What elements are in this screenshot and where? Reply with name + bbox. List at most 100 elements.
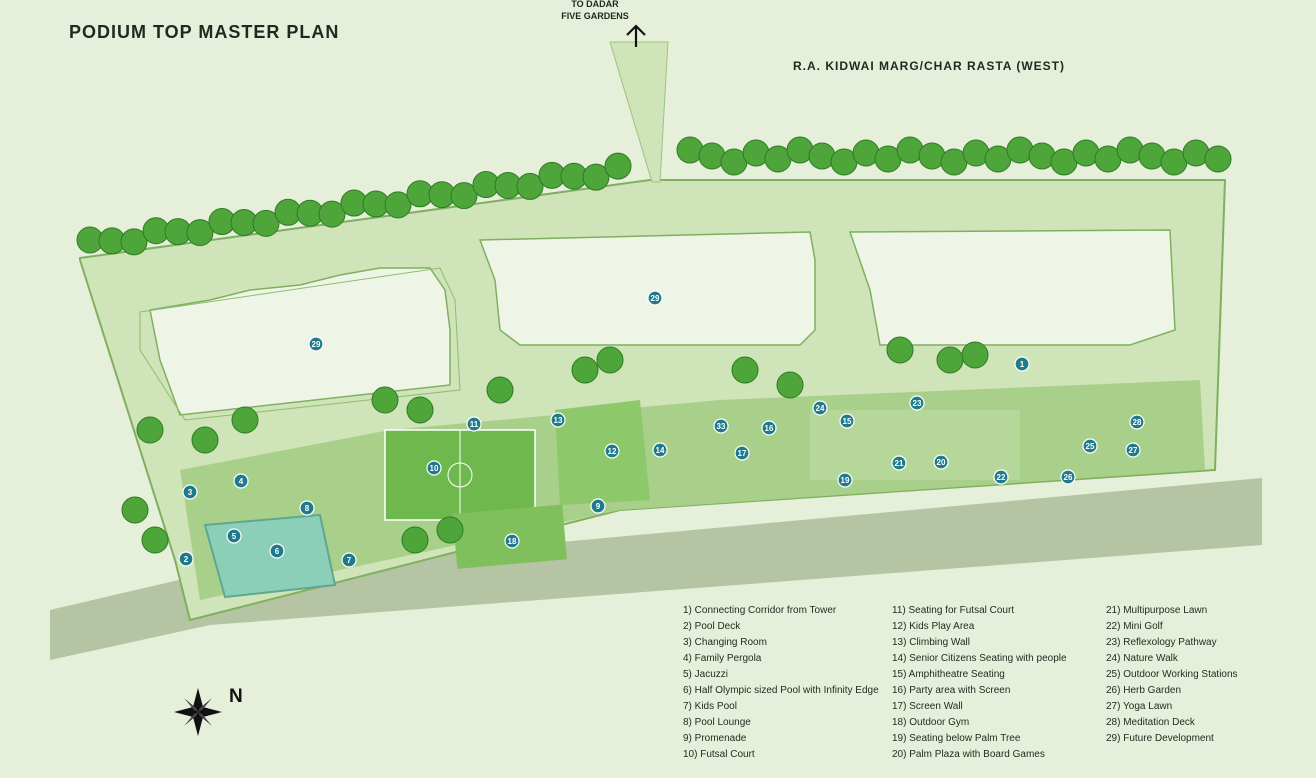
amenity-marker: 21 xyxy=(891,455,907,471)
amenity-marker: 10 xyxy=(426,460,442,476)
amenity-marker-label: 15 xyxy=(843,417,852,426)
tree xyxy=(776,371,804,399)
legend-item: 6) Half Olympic sized Pool with Infinity… xyxy=(683,685,879,696)
tree xyxy=(401,526,429,554)
amenity-marker: 3 xyxy=(182,484,198,500)
amenity-marker: 29 xyxy=(647,290,663,306)
amenity-marker-label: 5 xyxy=(232,532,237,541)
tree xyxy=(604,152,632,180)
amenity-marker: 26 xyxy=(1060,469,1076,485)
amenity-marker: 20 xyxy=(933,454,949,470)
amenity-marker-label: 24 xyxy=(816,404,825,413)
amenity-marker-label: 25 xyxy=(1086,442,1095,451)
access-corridor xyxy=(609,41,669,183)
amenity-marker-label: 20 xyxy=(937,458,946,467)
amenity-marker: 8 xyxy=(299,500,315,516)
tree xyxy=(1204,145,1232,173)
legend-item: 23) Reflexology Pathway xyxy=(1106,637,1217,648)
amenity-marker-label: 27 xyxy=(1129,446,1138,455)
amenity-marker-label: 11 xyxy=(470,420,479,429)
tree xyxy=(141,526,169,554)
amenity-marker: 1 xyxy=(1014,356,1030,372)
tree xyxy=(121,496,149,524)
legend-item: 27) Yoga Lawn xyxy=(1106,701,1173,712)
tree xyxy=(231,406,259,434)
tree xyxy=(961,341,989,369)
amenity-marker: 18 xyxy=(504,533,520,549)
amenity-marker-label: 16 xyxy=(765,424,774,433)
tree xyxy=(936,346,964,374)
amenity-marker: 22 xyxy=(993,469,1009,485)
pool xyxy=(203,513,337,599)
tree xyxy=(886,336,914,364)
tree xyxy=(582,163,610,191)
amenity-marker: 24 xyxy=(812,400,828,416)
legend-item: 3) Changing Room xyxy=(683,637,767,648)
amenity-marker-label: 6 xyxy=(275,547,280,556)
tree xyxy=(406,396,434,424)
legend-item: 10) Futsal Court xyxy=(683,749,755,760)
amenity-marker-label: 2 xyxy=(184,555,189,564)
amenity-marker: 4 xyxy=(233,473,249,489)
legend-item: 11) Seating for Futsal Court xyxy=(892,605,1015,616)
kids-play-area xyxy=(555,400,650,505)
amenity-marker-label: 29 xyxy=(651,294,660,303)
legend-item: 19) Seating below Palm Tree xyxy=(892,733,1021,744)
amenity-marker-label: 10 xyxy=(430,464,439,473)
amenity-marker: 11 xyxy=(466,416,482,432)
north-label: N xyxy=(229,686,243,707)
road-label: R.A. KIDWAI MARG/CHAR RASTA (WEST) xyxy=(793,59,1065,73)
amenity-marker: 19 xyxy=(837,472,853,488)
tree xyxy=(731,356,759,384)
legend-item: 18) Outdoor Gym xyxy=(892,717,970,728)
tree xyxy=(436,516,464,544)
tree xyxy=(486,376,514,404)
legend-item: 29) Future Development xyxy=(1106,733,1214,744)
amenity-marker-label: 33 xyxy=(717,422,726,431)
direction-label-line: TO DADAR xyxy=(571,0,619,9)
legend-column: 11) Seating for Futsal Court 12) Kids Pla… xyxy=(892,603,1067,763)
amenity-marker-label: 12 xyxy=(608,447,617,456)
amenity-marker-label: 14 xyxy=(656,446,665,455)
amenity-marker-label: 1 xyxy=(1020,360,1025,369)
amenity-marker-label: 13 xyxy=(554,416,563,425)
tree-line xyxy=(76,136,1232,554)
amenity-marker-label: 19 xyxy=(841,476,850,485)
amenity-marker: 23 xyxy=(909,395,925,411)
legend-item: 28) Meditation Deck xyxy=(1106,717,1195,728)
legend-item: 20) Palm Plaza with Board Games xyxy=(892,749,1045,760)
amenity-marker-label: 18 xyxy=(508,537,517,546)
legend-item: 16) Party area with Screen xyxy=(892,685,1011,696)
legend-item: 8) Pool Lounge xyxy=(683,717,751,728)
amenity-marker-label: 7 xyxy=(347,556,352,565)
amenity-marker: 5 xyxy=(226,528,242,544)
compass-rose-icon xyxy=(174,688,222,736)
amenity-marker: 15 xyxy=(839,413,855,429)
tree xyxy=(120,228,148,256)
amenity-marker: 17 xyxy=(734,445,750,461)
legend-item: 15) Amphitheatre Seating xyxy=(892,669,1005,680)
legend-item: 5) Jacuzzi xyxy=(683,669,729,680)
amenity-marker: 13 xyxy=(550,412,566,428)
legend-item: 22) Mini Golf xyxy=(1106,621,1163,632)
amenity-marker-label: 9 xyxy=(596,502,601,511)
tree xyxy=(191,426,219,454)
legend-item: 24) Nature Walk xyxy=(1106,653,1178,664)
future-development-blocks xyxy=(149,229,1176,416)
amenity-marker-label: 3 xyxy=(188,488,193,497)
legend-item: 21) Multipurpose Lawn xyxy=(1106,605,1208,616)
amenity-marker-label: 17 xyxy=(738,449,747,458)
tree xyxy=(252,209,280,237)
legend-item: 14) Senior Citizens Seating with people xyxy=(892,653,1067,664)
legend-item: 26) Herb Garden xyxy=(1106,685,1182,696)
amenity-marker-label: 22 xyxy=(997,473,1006,482)
amenity-marker: 27 xyxy=(1125,442,1141,458)
legend-item: 4) Family Pergola xyxy=(683,653,762,664)
amenity-marker-label: 26 xyxy=(1064,473,1073,482)
legend-item: 17) Screen Wall xyxy=(892,701,963,712)
legend-item: 12) Kids Play Area xyxy=(892,621,975,632)
legend-column: 21) Multipurpose Lawn 22) Mini Golf 23) Re… xyxy=(1106,603,1238,747)
amenity-marker: 2 xyxy=(178,551,194,567)
